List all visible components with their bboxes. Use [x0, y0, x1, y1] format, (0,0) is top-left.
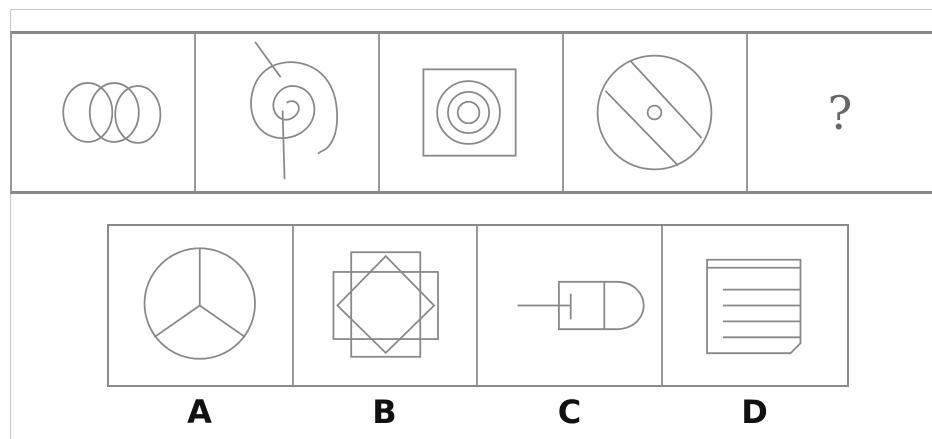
option-d-panel[interactable]	[663, 226, 848, 385]
question-mark: ?	[748, 86, 932, 140]
square-and-diamond-cross-icon	[294, 226, 477, 385]
spiral-with-line-icon	[196, 34, 378, 191]
concentric-circles-in-square-icon	[380, 34, 562, 191]
three-overlapping-circles-icon	[12, 34, 194, 191]
lined-paper-square-icon	[663, 226, 848, 385]
option-a-panel[interactable]	[109, 226, 294, 385]
circle-with-two-chords-icon	[564, 34, 746, 191]
bullet-shape-with-line-icon	[478, 226, 661, 385]
option-d-label[interactable]: D	[662, 393, 847, 437]
option-c-label[interactable]: C	[477, 393, 662, 437]
question-panel-3	[380, 34, 564, 191]
question-panel-1	[12, 34, 196, 191]
question-panel-4	[564, 34, 748, 191]
question-sequence-row: ?	[10, 31, 932, 194]
option-a-label[interactable]: A	[107, 393, 292, 437]
option-c-panel[interactable]	[478, 226, 663, 385]
circle-divided-three-icon	[109, 226, 292, 385]
option-b-label[interactable]: B	[292, 393, 477, 437]
question-panel-5: ?	[748, 34, 932, 191]
option-labels: A B C D	[107, 393, 849, 437]
answer-options-row	[107, 224, 849, 387]
question-panel-2	[196, 34, 380, 191]
option-b-panel[interactable]	[294, 226, 479, 385]
top-border-line	[10, 9, 932, 10]
